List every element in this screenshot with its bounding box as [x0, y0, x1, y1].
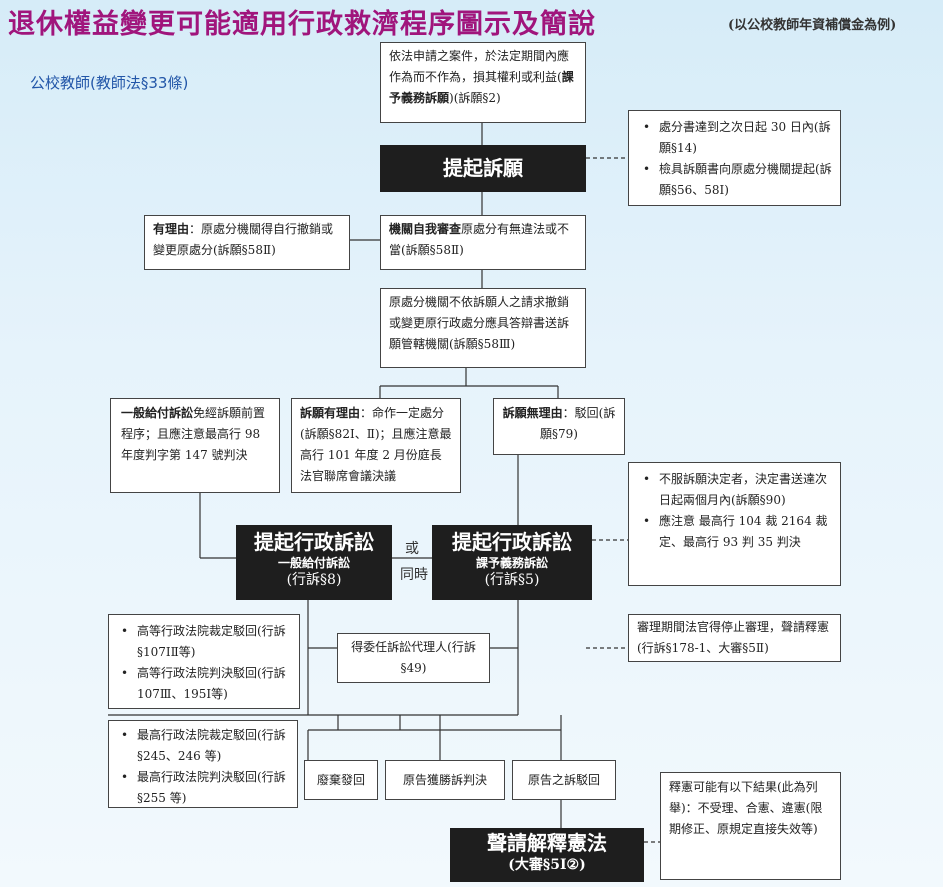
supreme-note-1: 最高行政法院裁定駁回(行訴§245、246 等): [121, 725, 291, 767]
constitution-title: 聲請解釋憲法: [487, 831, 607, 855]
plaintiff-loses-box: 原告之訴駁回: [512, 760, 616, 800]
petition-unreasonable-text: ：駁回(訴願§79): [540, 406, 616, 441]
high-court-notes-box: 高等行政法院裁定駁回(行訴§107ⅠⅡ等) 高等行政法院判決駁回(行訴 107Ⅲ…: [108, 614, 300, 709]
petition-unreasonable-bold: 訴願無理由: [502, 406, 563, 420]
high-court-note-2: 高等行政法院判決駁回(行訴 107Ⅲ、195Ⅰ等): [121, 663, 293, 705]
agent-box: 得委任訴訟代理人(行訴§49): [337, 633, 490, 683]
self-review-bold: 機關自我審查: [389, 222, 462, 236]
plaintiff-wins-text: 原告獲勝訴判決: [402, 773, 487, 787]
petition-unreasonable-box: 訴願無理由：駁回(訴願§79): [493, 398, 625, 455]
supreme-note-2: 最高行政法院判決駁回(行訴§255 等): [121, 767, 291, 807]
apply-case-text-pre: 依法申請之案件，於法定期間內應作為而不作為，損其權利或利益(: [389, 49, 570, 84]
general-suit-text: 免經訴願前置程序；且應注意最高行 98 年度判字第 147 號判決: [121, 406, 266, 462]
constitution-law: (大審§5Ⅰ②): [508, 857, 586, 873]
or-label: 或: [405, 541, 419, 557]
petition-note-1: 處分書達到之次日起 30 日內(訴願§14): [643, 117, 832, 159]
high-court-note-1: 高等行政法院裁定駁回(行訴§107ⅠⅡ等): [121, 621, 293, 663]
has-reason-left-bold: 有理由: [153, 222, 190, 236]
has-reason-left-text: ：原處分機關得自行撤銷或變更原處分(訴願§58Ⅱ): [153, 222, 334, 257]
admin-suit-general-type: 一般給付訴訟: [277, 556, 350, 570]
apply-case-text-bold: 課予義務訴願: [389, 70, 574, 105]
petition-note-2: 檢具訴願書向原處分機關提起(訴願§56、58Ⅰ): [643, 159, 832, 201]
forward-text: 原處分機關不依訴願人之請求撤銷或變更原行政處分應具答辯書送訴願管轄機關(訴願§5…: [389, 295, 570, 351]
file-petition-box: 提起訴願: [380, 145, 586, 192]
constitution-box: 聲請解釋憲法 (大審§5Ⅰ②): [450, 828, 644, 882]
apply-case-text-post: )(訴願§2): [449, 91, 501, 105]
interpretation-note-box: 釋憲可能有以下結果(此為列舉)：不受理、合憲、違憲(限期修正、原規定直接失效等): [660, 772, 841, 880]
self-review-box: 機關自我審查原處分有無違法或不當(訴願§58Ⅱ): [380, 215, 586, 270]
admin-suit-duty-box: 提起行政訴訟 課予義務訴訟 (行訴§5): [432, 525, 592, 600]
admin-suit-duty-title: 提起行政訴訟: [452, 530, 572, 554]
remand-box: 廢棄發回: [304, 760, 378, 800]
teacher-label: 公校教師(教師法§33條): [30, 74, 189, 92]
admin-suit-general-box: 提起行政訴訟 一般給付訴訟 (行訴§8): [236, 525, 392, 600]
forward-box: 原處分機關不依訴願人之請求撤銷或變更原行政處分應具答辯書送訴願管轄機關(訴願§5…: [380, 288, 586, 368]
admin-suit-duty-type: 課予義務訴訟: [475, 556, 548, 570]
has-reason-left-box: 有理由：原處分機關得自行撤銷或變更原處分(訴願§58Ⅱ): [144, 215, 350, 270]
petition-reasonable-bold: 訴願有理由: [300, 406, 361, 420]
dismiss-notes-box: 不服訴願決定者，決定書送達次日起兩個月內(訴願§90) 應注意 最高行 104 …: [628, 462, 841, 586]
dismiss-note-1: 不服訴願決定者，決定書送達次日起兩個月內(訴願§90): [643, 469, 832, 511]
petition-reasonable-text: ：命作一定處分(訴願§82Ⅰ、Ⅱ)；且應注意最高行 101 年度 2 月份庭長法…: [300, 406, 452, 483]
stay-note-box: 審理期間法官得停止審理，聲請釋憲(行訴§178-1、大審§5Ⅱ): [628, 614, 841, 662]
self-review-text: 原處分有無違法或不當(訴願§58Ⅱ): [389, 222, 570, 257]
file-petition-label: 提起訴願: [443, 156, 523, 180]
remand-text: 廢棄發回: [316, 773, 365, 787]
interpretation-note-text: 釋憲可能有以下結果(此為列舉)：不受理、合憲、違憲(限期修正、原規定直接失效等): [669, 780, 823, 836]
dismiss-note-2: 應注意 最高行 104 裁 2164 裁定、最高行 93 判 35 判決: [643, 511, 832, 553]
agent-text: 得委任訴訟代理人(行訴§49): [351, 640, 476, 675]
apply-case-box: 依法申請之案件，於法定期間內應作為而不作為，損其權利或利益(課予義務訴願)(訴願…: [380, 42, 586, 123]
admin-suit-general-title: 提起行政訴訟: [254, 530, 374, 554]
admin-suit-duty-law: (行訴§5): [484, 572, 540, 588]
stay-note-text: 審理期間法官得停止審理，聲請釋憲(行訴§178-1、大審§5Ⅱ): [637, 620, 830, 655]
page-subtitle: (以公校教師年資補償金為例): [728, 18, 897, 33]
page-title: 退休權益變更可能適用行政救濟程序圖示及簡說: [8, 9, 596, 40]
petition-reasonable-box: 訴願有理由：命作一定處分(訴願§82Ⅰ、Ⅱ)；且應注意最高行 101 年度 2 …: [291, 398, 461, 493]
general-suit-box: 一般給付訴訟免經訴願前置程序；且應注意最高行 98 年度判字第 147 號判決: [110, 398, 280, 493]
supreme-notes-box: 最高行政法院裁定駁回(行訴§245、246 等) 最高行政法院判決駁回(行訴§2…: [108, 720, 298, 808]
admin-suit-general-law: (行訴§8): [286, 572, 342, 588]
general-suit-bold: 一般給付訴訟: [121, 406, 194, 420]
plaintiff-loses-text: 原告之訴駁回: [527, 773, 600, 787]
petition-notes-box: 處分書達到之次日起 30 日內(訴願§14) 檢具訴願書向原處分機關提起(訴願§…: [628, 110, 841, 206]
same-time-label: 同時: [400, 567, 428, 583]
plaintiff-wins-box: 原告獲勝訴判決: [385, 760, 505, 800]
